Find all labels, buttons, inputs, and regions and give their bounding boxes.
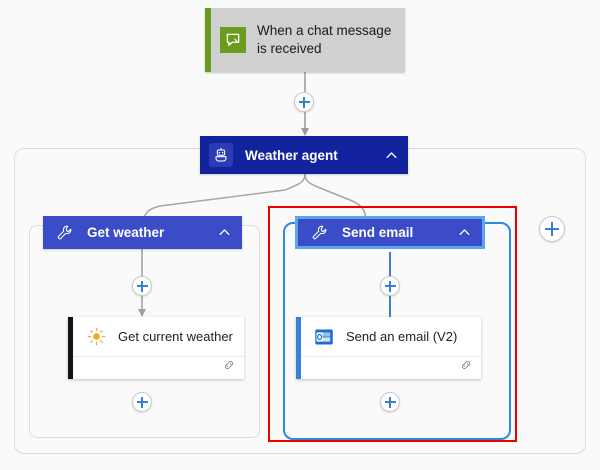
plus-icon <box>135 395 149 409</box>
chevron-up-icon[interactable] <box>384 148 399 163</box>
chevron-up-icon[interactable] <box>457 225 472 240</box>
add-step-send-email-before-action-button[interactable] <box>380 276 400 296</box>
annotation-highlight-rectangle <box>268 206 517 442</box>
chat-bubble-icon <box>220 27 246 53</box>
plus-icon <box>383 279 397 293</box>
action-card-get-current-weather[interactable]: Get current weather <box>68 317 244 379</box>
plus-icon <box>383 395 397 409</box>
add-step-after-trigger-button[interactable] <box>294 92 314 112</box>
action-label: Send an email (V2) <box>346 329 458 344</box>
tool-label: Send email <box>342 225 414 240</box>
action-card-footer <box>301 357 481 378</box>
link-icon[interactable] <box>459 358 473 377</box>
plus-icon <box>545 222 559 236</box>
agent-label: Weather agent <box>245 147 338 163</box>
add-branch-button[interactable] <box>539 216 565 242</box>
action-card-body: Send an email (V2) <box>301 317 481 357</box>
add-step-get-weather-after-action-button[interactable] <box>132 392 152 412</box>
tool-label: Get weather <box>87 225 165 240</box>
add-step-get-weather-before-action-button[interactable] <box>132 276 152 296</box>
robot-icon <box>209 143 233 167</box>
trigger-node[interactable]: When a chat message is received <box>205 8 405 72</box>
tool-node-send-email[interactable]: Send email <box>295 216 485 249</box>
action-label: Get current weather <box>118 329 233 344</box>
action-card-footer <box>73 357 244 378</box>
sun-icon <box>85 326 107 348</box>
tool-node-get-weather[interactable]: Get weather <box>43 216 242 249</box>
add-step-send-email-after-action-button[interactable] <box>380 392 400 412</box>
action-card-body: Get current weather <box>73 317 244 357</box>
plus-icon <box>135 279 149 293</box>
agent-node-weather-agent[interactable]: Weather agent <box>200 136 408 174</box>
chevron-up-icon[interactable] <box>217 225 232 240</box>
wrench-icon <box>308 222 330 244</box>
wrench-icon <box>53 222 75 244</box>
action-card-send-an-email[interactable]: Send an email (V2) <box>296 317 481 379</box>
plus-icon <box>297 95 311 109</box>
outlook-icon <box>313 326 335 348</box>
trigger-label: When a chat message is received <box>257 22 392 56</box>
link-icon[interactable] <box>222 358 236 377</box>
